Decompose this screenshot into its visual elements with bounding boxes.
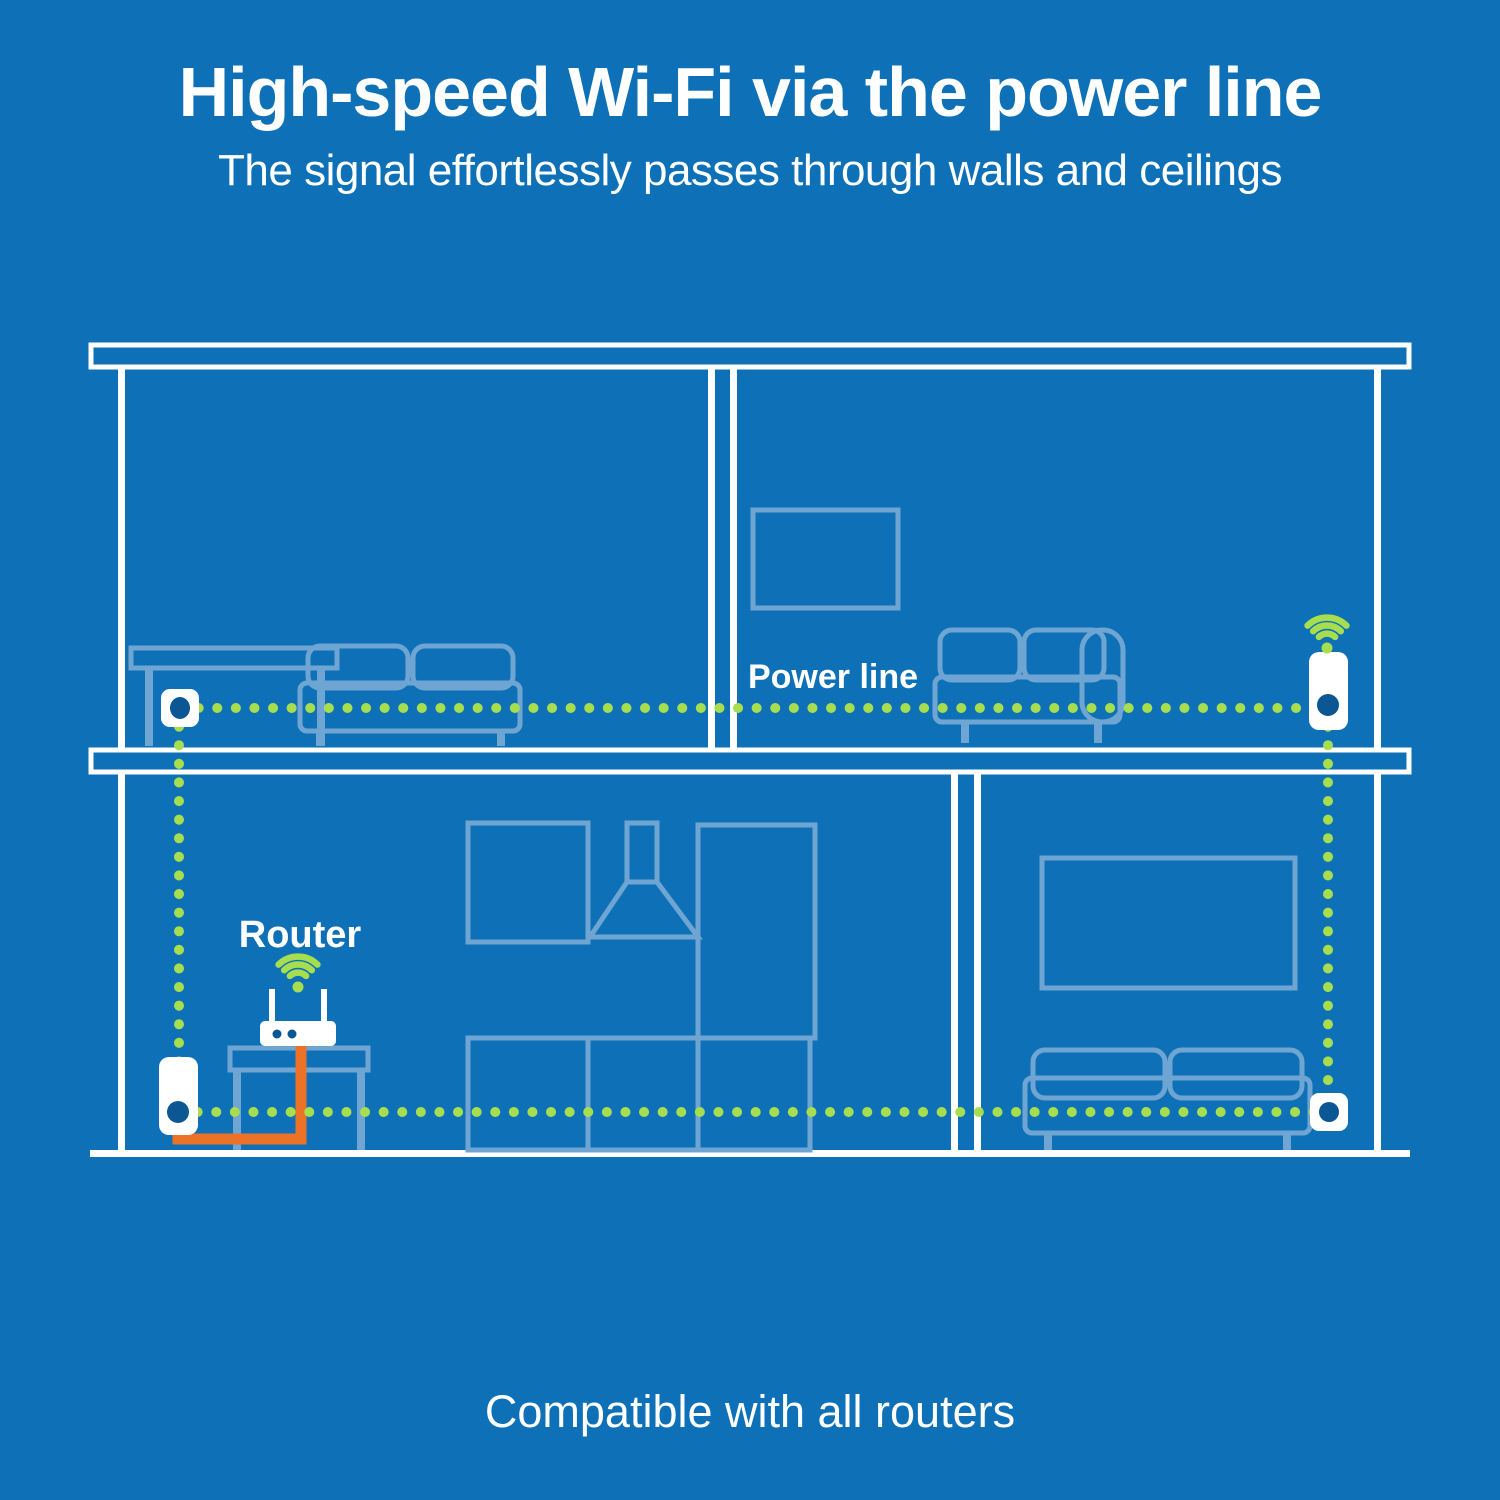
- kitchen-hood: [585, 820, 703, 940]
- wall-divider-lower-left: [951, 772, 958, 1152]
- tv-upper-right: [750, 507, 901, 611]
- sofa-lower-right: [1022, 1047, 1313, 1150]
- kitchen-upper-cabinet: [465, 820, 591, 945]
- wall-socket-lower: [1310, 1093, 1348, 1131]
- wall-divider-upper-right: [730, 366, 737, 752]
- page-title: High-speed Wi-Fi via the power line: [178, 53, 1323, 131]
- router-label: Router: [239, 914, 362, 956]
- ceiling-slab: [88, 342, 1412, 370]
- kitchen-tall-cabinet: [695, 822, 818, 1041]
- page-subtitle: The signal effortlessly passes through w…: [218, 146, 1282, 195]
- powerline-adapter-upper: [1309, 652, 1348, 730]
- adapter-wifi-icon: [1304, 614, 1350, 654]
- footer-caption: Compatible with all routers: [484, 1386, 1016, 1437]
- mid-floor-slab: [88, 747, 1412, 775]
- ground-floor-line: [90, 1150, 1410, 1157]
- sofa-upper-left: [297, 643, 523, 746]
- wall-divider-lower-right: [974, 772, 981, 1152]
- kitchen-lower-cabinets: [465, 1035, 813, 1153]
- router-device: [260, 989, 336, 1046]
- sofa-upper-right: [932, 627, 1126, 743]
- tv-lower-right: [1039, 855, 1298, 991]
- power-line-label: Power line: [748, 658, 918, 696]
- house-structure: [88, 342, 1412, 1157]
- wall-socket-upper: [161, 689, 199, 727]
- kitchen-cabinets: [465, 820, 818, 1153]
- wall-divider-upper-left: [708, 366, 715, 752]
- powerline-dotted-path: [174, 703, 1334, 1117]
- powerline-adapter-lower: [159, 1057, 198, 1135]
- router-wifi-icon: [275, 953, 321, 993]
